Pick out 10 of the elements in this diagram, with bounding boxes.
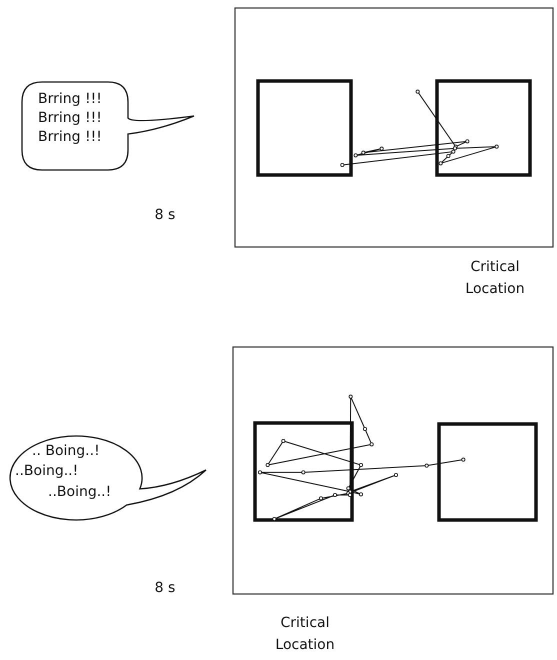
bubble-text: ..Boing..! bbox=[15, 462, 78, 480]
bubble-text: .. Boing..! bbox=[32, 442, 100, 460]
duration-label: 8 s bbox=[154, 579, 176, 598]
location-caption: Critical Location bbox=[464, 258, 526, 299]
bubble-text: Brring !!! bbox=[38, 109, 102, 127]
duration-label: 8 s bbox=[154, 206, 176, 225]
bubble-text: Brring !!! bbox=[38, 90, 102, 108]
bubble-text: Brring !!! bbox=[38, 128, 102, 146]
bubble-text: ..Boing..! bbox=[48, 483, 112, 501]
location-caption: Critical Location bbox=[274, 614, 336, 655]
